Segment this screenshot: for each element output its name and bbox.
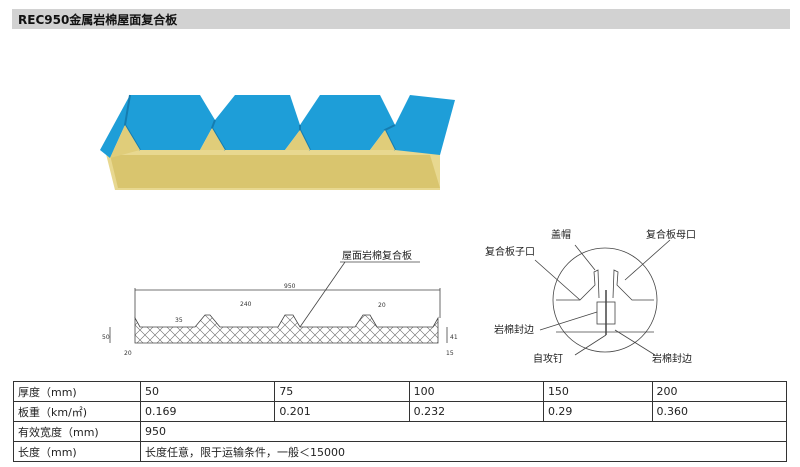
row-label: 厚度（mm): [13, 381, 141, 402]
profile-drawing: [109, 261, 448, 344]
table-row: 有效宽度（mm) 950: [13, 421, 787, 442]
cell: 0.201: [274, 401, 410, 422]
dim-rib-top: 20: [378, 302, 386, 309]
label-cap: 盖帽: [551, 228, 571, 241]
label-female-joint: 复合板母口: [646, 228, 696, 241]
label-seal-left: 岩棉封边: [494, 323, 534, 336]
table-row: 板重（km/㎡) 0.169 0.201 0.232 0.29 0.360: [13, 401, 787, 422]
label-screw: 自攻钉: [533, 352, 563, 365]
cell: 150: [542, 381, 653, 402]
table-row: 厚度（mm) 50 75 100 150 200: [13, 381, 787, 402]
spec-table: 厚度（mm) 50 75 100 150 200 板重（km/㎡) 0.169 …: [13, 381, 787, 462]
cell: 100: [408, 381, 544, 402]
cell: 0.169: [139, 401, 276, 422]
row-label: 有效宽度（mm): [13, 421, 141, 442]
cell: 50: [139, 381, 276, 402]
dim-edge-right-h: 41: [450, 334, 458, 341]
panel-photo: [100, 94, 455, 190]
cell: 0.360: [651, 401, 787, 422]
row-label: 长度（mm): [13, 441, 141, 462]
dim-total: 950: [284, 283, 296, 290]
row-label: 板重（km/㎡): [13, 401, 141, 422]
dim-thickness: 50: [102, 334, 110, 341]
title-bar: REC950金属岩棉屋面复合板: [12, 9, 790, 29]
cell: 75: [274, 381, 410, 402]
cell: 200: [651, 381, 787, 402]
cell: 0.29: [542, 401, 653, 422]
label-male-joint: 复合板子口: [485, 245, 535, 258]
cell: 0.232: [408, 401, 544, 422]
cell: 950: [140, 421, 787, 442]
joint-detail: [534, 239, 671, 356]
dim-edge-right-w: 15: [446, 350, 454, 357]
dim-pitch: 240: [240, 301, 252, 308]
table-row: 长度（mm) 长度任意，限于运输条件，一般＜15000: [13, 441, 787, 462]
dim-rib-height: 35: [175, 317, 183, 324]
cell: 长度任意，限于运输条件，一般＜15000: [140, 441, 787, 462]
page-title: REC950金属岩棉屋面复合板: [18, 13, 178, 27]
dim-edge-left: 20: [124, 350, 132, 357]
profile-label: 屋面岩棉复合板: [342, 249, 412, 262]
label-seal-right: 岩棉封边: [652, 352, 692, 365]
